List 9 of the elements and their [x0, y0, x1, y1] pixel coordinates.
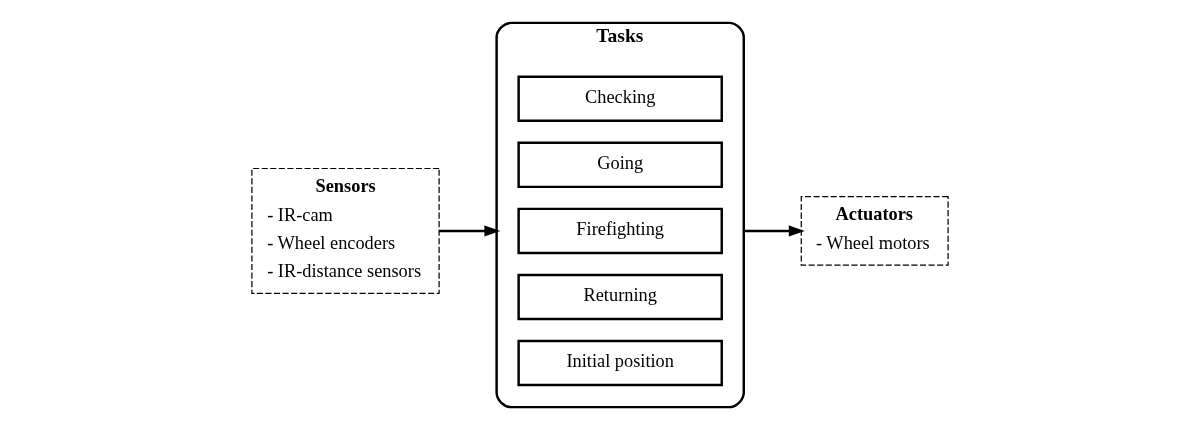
arrow	[743, 225, 805, 237]
node-box: Going	[517, 141, 723, 189]
node-box: Initial position	[517, 339, 723, 387]
node-box: Returning	[517, 273, 723, 321]
node-box: Firefighting	[517, 207, 723, 255]
node-box: Sensors - IR-cam - Wheel encoders - IR-distance sensors	[251, 167, 440, 294]
node-box: Actuators - Wheel motors	[800, 196, 949, 266]
node-box: Checking	[517, 75, 723, 122]
arrow	[439, 225, 501, 237]
